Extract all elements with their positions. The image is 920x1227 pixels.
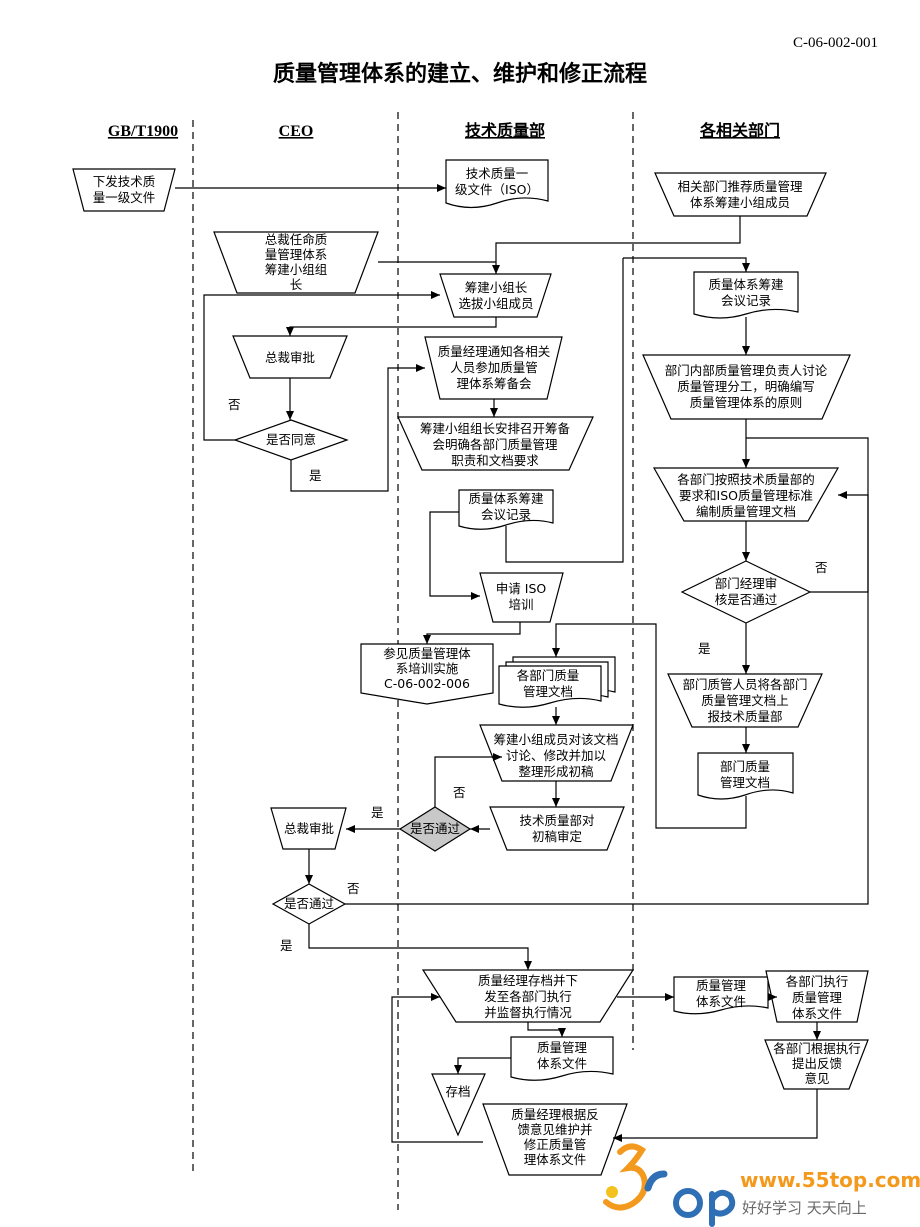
node-ceo-approve-2[interactable] xyxy=(270,807,347,850)
label-pass-decision-final: 是否通过 xyxy=(284,896,335,911)
node-meeting-record-dept[interactable] xyxy=(693,271,799,319)
label-manager-review: 部门经理审核是否通过 xyxy=(715,576,778,607)
watermark: www.55top.com 好好学习 天天向上 xyxy=(603,1143,920,1227)
edge-label-yes-grey: 是 xyxy=(371,805,384,820)
label-dept-execute: 各部门执行质量管理体系文件 xyxy=(786,974,849,1021)
label-dept-discuss: 部门内部质量管理负责人讨论质量管理分工，明确编写质量管理体系的原则 xyxy=(665,363,828,410)
label-dept-doc-single: 部门质量管理文档 xyxy=(720,759,770,790)
node-dept-docs-multi[interactable] xyxy=(498,656,616,708)
node-archive-distribute[interactable] xyxy=(421,969,635,1023)
label-ceo-approve-1: 总裁审批 xyxy=(265,350,315,365)
label-system-file-mid: 质量管理体系文件 xyxy=(537,1040,588,1071)
node-see-training[interactable] xyxy=(360,643,494,705)
label-compile-docs: 各部门按照技术质量部的要求和ISO质量管理标准编制质量管理文档 xyxy=(677,472,815,519)
label-review-draft: 技术质量部对初稿审定 xyxy=(519,813,594,844)
connectors xyxy=(175,184,869,1143)
node-recommend-members[interactable] xyxy=(654,172,827,217)
node-arrange-meeting[interactable] xyxy=(397,416,594,471)
node-maintain-revise[interactable] xyxy=(482,1103,628,1176)
label-maintain-revise: 质量经理根据反馈意见维护并修正质量管理体系文件 xyxy=(511,1107,599,1167)
lane-header-tech-quality: 技术质量部 xyxy=(465,121,545,140)
node-discuss-draft[interactable] xyxy=(479,724,634,782)
label-recommend-members: 相关部门推荐质量管理体系筹建小组成员 xyxy=(677,179,803,210)
node-apply-iso-training[interactable] xyxy=(479,572,564,623)
document-code: C-06-002-001 xyxy=(793,35,878,51)
label-report-docs: 部门质管人员将各部门质量管理文档上报技术质量部 xyxy=(682,677,807,724)
node-appoint-leader[interactable] xyxy=(213,231,379,294)
edge-label-yes-agree: 是 xyxy=(309,468,322,483)
label-ceo-approve-2: 总裁审批 xyxy=(284,821,334,836)
label-issue-tech-doc: 下发技术质量一级文件 xyxy=(93,174,156,205)
watermark-logo xyxy=(603,1143,736,1227)
node-select-members[interactable] xyxy=(439,273,552,318)
lane-header-departments: 各相关部门 xyxy=(699,121,780,140)
node-labels: 下发技术质量一级文件 技术质量一级文件（ISO） 相关部门推荐质量管理体系筹建小… xyxy=(93,166,861,1167)
node-system-file-mid[interactable] xyxy=(510,1036,614,1081)
lane-header-ceo: CEO xyxy=(279,123,314,140)
label-archive-distribute: 质量经理存档并下发至各部门执行并监督执行情况 xyxy=(478,973,578,1020)
node-dept-execute[interactable] xyxy=(765,970,869,1023)
watermark-url: www.55top.com xyxy=(740,1168,920,1192)
node-dept-discuss[interactable] xyxy=(642,354,851,420)
node-system-file-right[interactable] xyxy=(673,976,769,1015)
edge-label-yes-manager: 是 xyxy=(698,641,711,656)
watermark-slogan: 好好学习 天天向上 xyxy=(742,1199,867,1217)
page-title: 质量管理体系的建立、维护和修正流程 xyxy=(273,61,647,87)
label-arrange-meeting: 筹建小组组长安排召开筹备会明确各部门质量管理职责和文档要求 xyxy=(420,421,571,468)
label-tech-doc-iso: 技术质量一级文件（ISO） xyxy=(455,166,539,197)
label-select-members: 筹建小组长选拔小组成员 xyxy=(458,280,533,311)
node-pass-decision-grey[interactable] xyxy=(398,806,472,852)
label-feedback: 各部门根据执行提出反馈意见 xyxy=(773,1041,861,1086)
label-dept-docs-multi: 各部门质量管理文档 xyxy=(517,668,580,699)
lane-header-gbt1900: GB/T1900 xyxy=(108,123,178,140)
label-archive-triangle: 存档 xyxy=(445,1084,470,1099)
node-ceo-approve-1[interactable] xyxy=(232,335,348,379)
label-meeting-record-dept: 质量体系筹建会议记录 xyxy=(708,277,784,308)
node-feedback[interactable] xyxy=(764,1039,869,1090)
label-system-file-right: 质量管理体系文件 xyxy=(696,978,747,1009)
edge-label-no-final: 否 xyxy=(347,881,360,896)
edge-label-no-manager: 否 xyxy=(815,560,828,575)
node-tech-doc-iso[interactable] xyxy=(445,159,549,209)
label-agree-decision: 是否同意 xyxy=(266,432,316,447)
node-notify-meeting[interactable] xyxy=(424,336,563,400)
node-dept-doc-single[interactable] xyxy=(697,752,794,800)
label-appoint-leader: 总裁任命质量管理体系筹建小组组长 xyxy=(265,232,328,292)
edge-label-yes-final: 是 xyxy=(280,938,293,953)
edge-label-no-grey: 否 xyxy=(453,785,466,800)
node-issue-tech-doc[interactable] xyxy=(72,168,176,212)
node-compile-docs[interactable] xyxy=(652,467,840,522)
label-pass-decision-grey: 是否通过 xyxy=(410,821,461,836)
label-discuss-draft: 筹建小组成员对该文档讨论、修改并加以整理形成初稿 xyxy=(493,732,618,779)
node-report-docs[interactable] xyxy=(667,673,823,728)
edge-label-no-agree: 否 xyxy=(228,397,241,412)
label-notify-meeting: 质量经理通知各相关人员参加质量管理体系筹备会 xyxy=(438,344,551,391)
node-meeting-record-tech[interactable] xyxy=(458,489,554,530)
label-meeting-record-tech: 质量体系筹建会议记录 xyxy=(468,491,544,522)
node-review-draft[interactable] xyxy=(489,806,625,851)
